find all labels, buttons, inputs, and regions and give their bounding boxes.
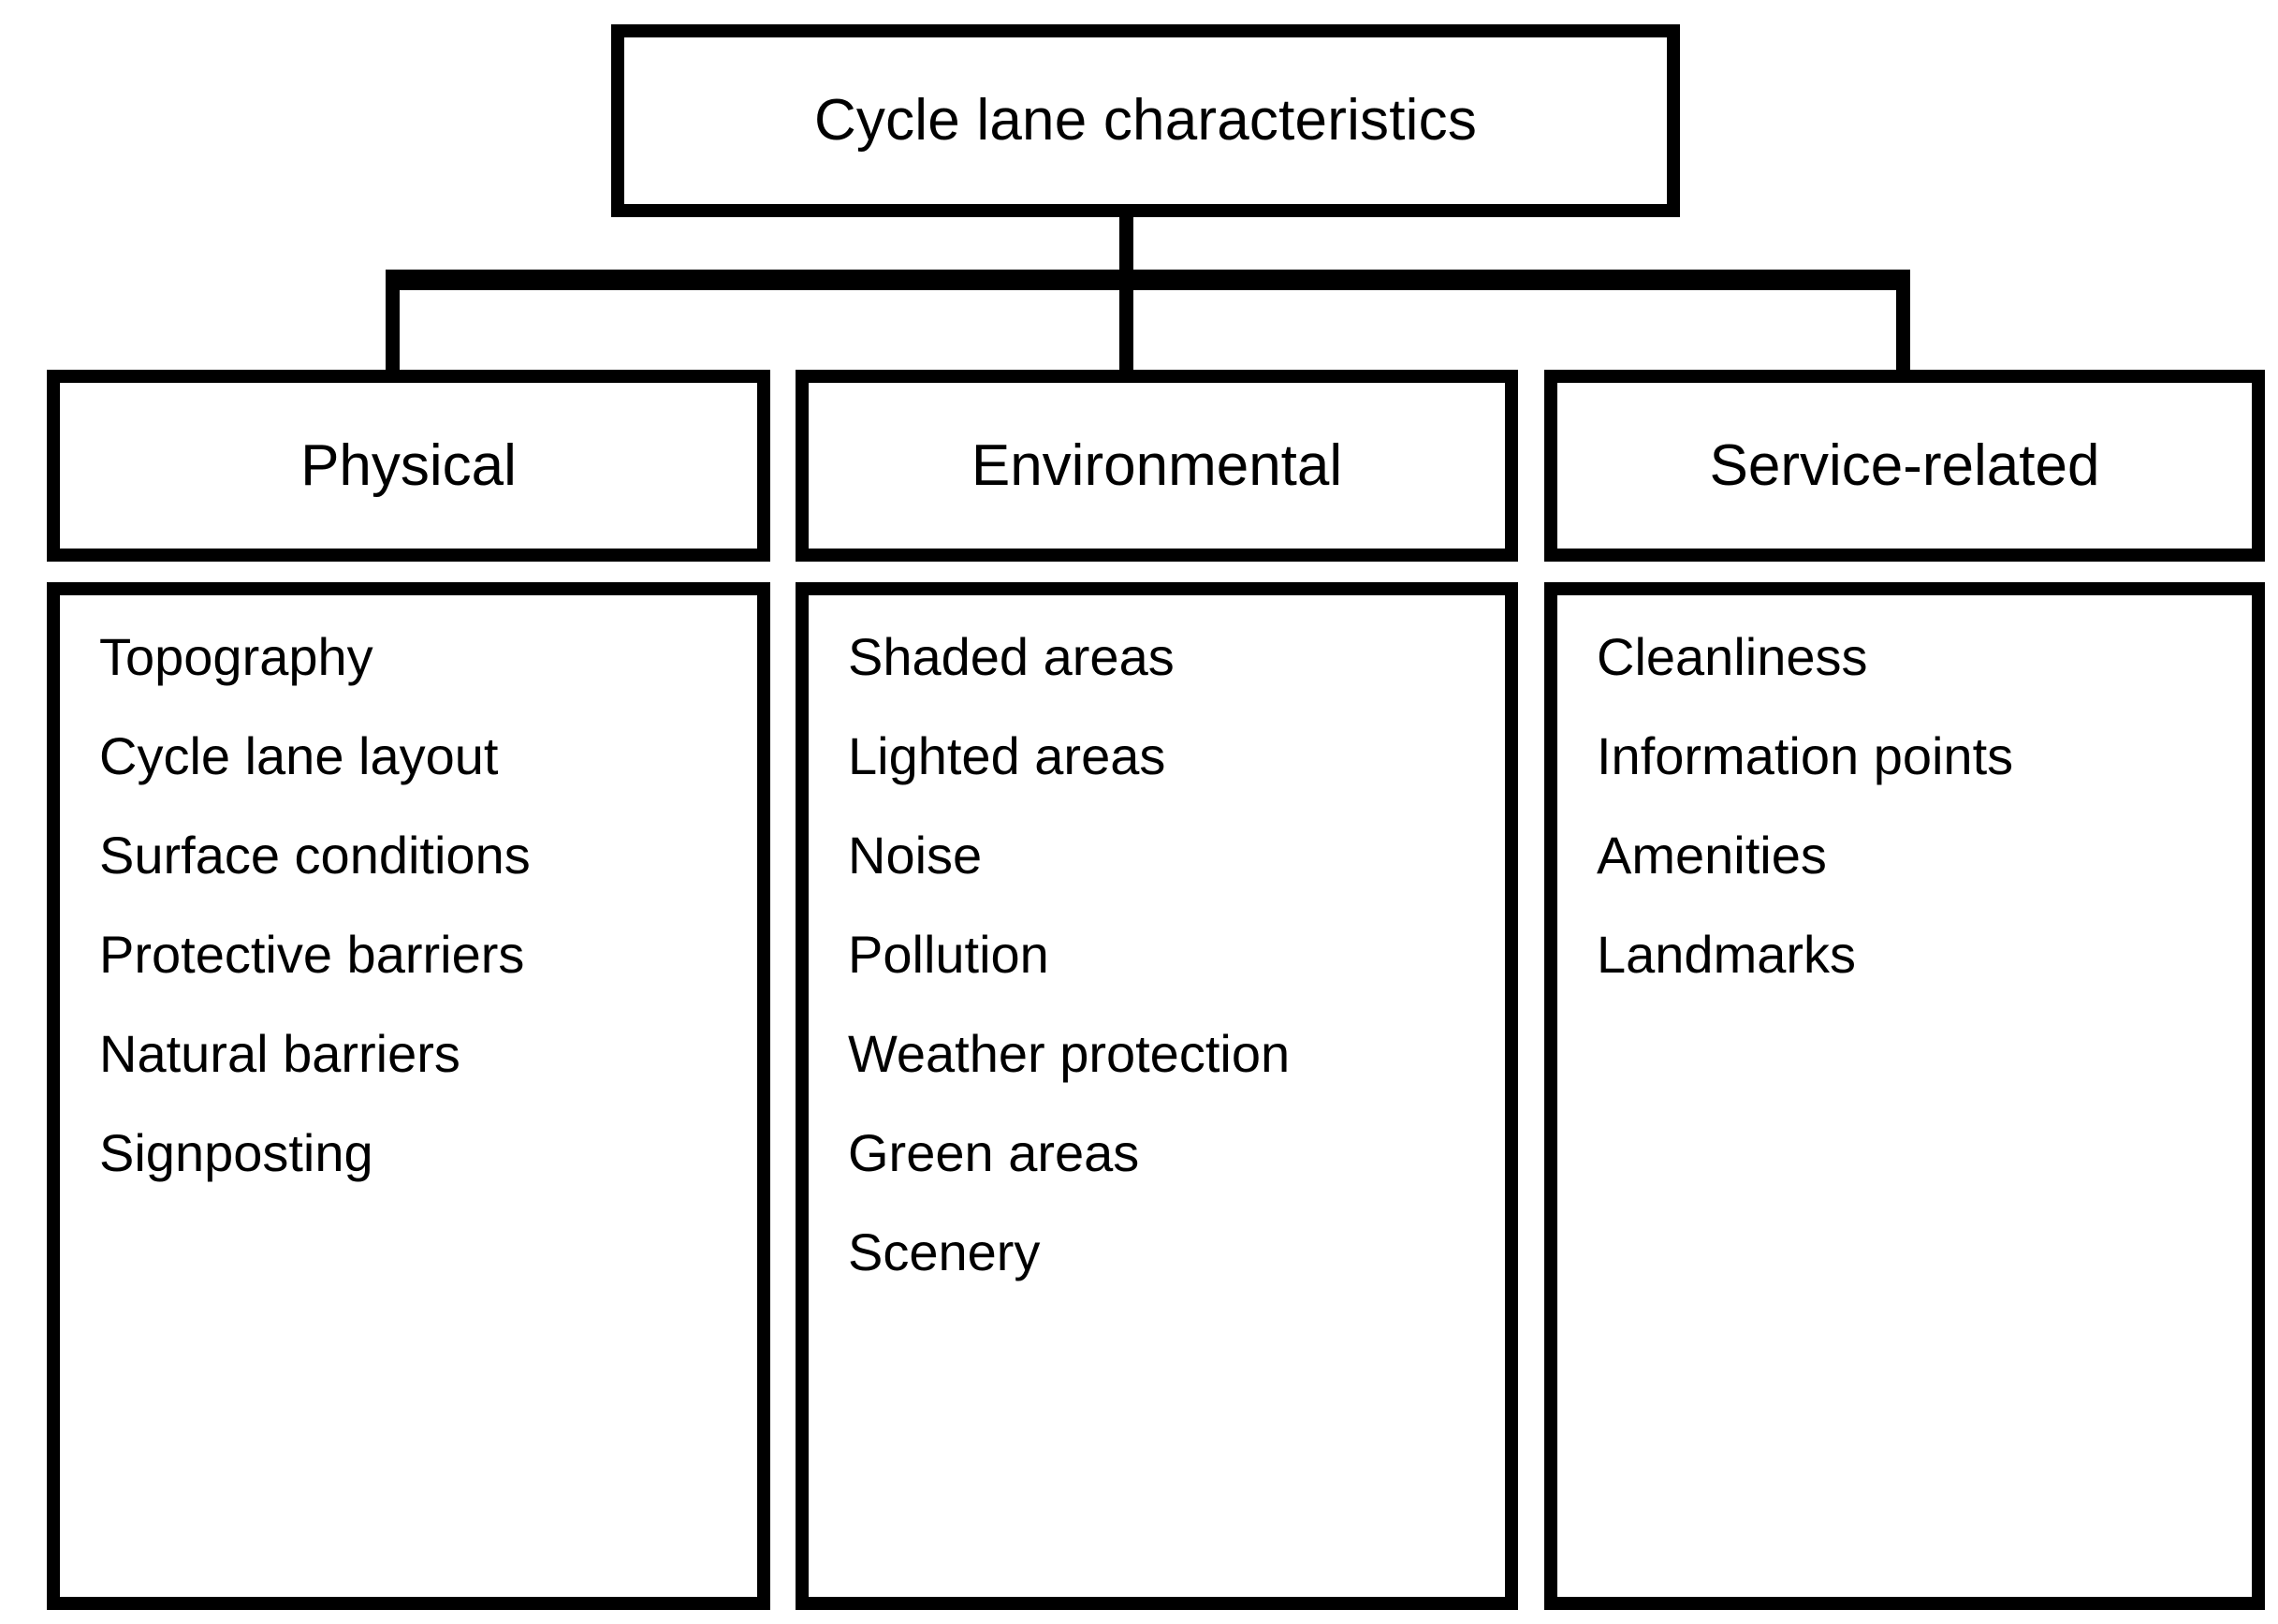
list-item: Information points xyxy=(1597,726,2014,785)
list-item: Natural barriers xyxy=(99,1024,460,1083)
category-node-service-related: Service-related xyxy=(1544,370,2265,562)
list-item: Signposting xyxy=(99,1123,373,1182)
list-item: Cycle lane layout xyxy=(99,726,499,785)
connector-horizontal-bus xyxy=(386,270,1909,290)
list-item: Pollution xyxy=(848,925,1049,984)
list-item: Protective barriers xyxy=(99,925,525,984)
connector-drop-environmental xyxy=(1119,270,1133,373)
category-label-environmental: Environmental xyxy=(971,432,1343,498)
item-list-service-related: Cleanliness Information points Amenities… xyxy=(1557,631,2252,981)
list-item: Scenery xyxy=(848,1222,1041,1281)
list-item: Topography xyxy=(99,627,373,686)
connector-root-stem xyxy=(1119,217,1133,275)
items-box-physical: Topography Cycle lane layout Surface con… xyxy=(47,582,770,1610)
list-item: Surface conditions xyxy=(99,826,531,885)
list-item: Noise xyxy=(848,826,983,885)
category-node-physical: Physical xyxy=(47,370,770,562)
category-label-physical: Physical xyxy=(300,432,517,498)
list-item: Lighted areas xyxy=(848,726,1166,785)
item-list-physical: Topography Cycle lane layout Surface con… xyxy=(60,631,757,1179)
list-item: Landmarks xyxy=(1597,925,1857,984)
connector-drop-physical xyxy=(386,270,400,373)
item-list-environmental: Shaded areas Lighted areas Noise Polluti… xyxy=(809,631,1505,1279)
items-box-environmental: Shaded areas Lighted areas Noise Polluti… xyxy=(796,582,1518,1610)
category-label-service-related: Service-related xyxy=(1709,432,2100,498)
list-item: Cleanliness xyxy=(1597,627,1868,686)
list-item: Weather protection xyxy=(848,1024,1291,1083)
connector-drop-service-related xyxy=(1896,270,1910,373)
items-box-service-related: Cleanliness Information points Amenities… xyxy=(1544,582,2265,1610)
list-item: Amenities xyxy=(1597,826,1827,885)
root-node-cycle-lane-characteristics: Cycle lane characteristics xyxy=(611,24,1680,217)
list-item: Green areas xyxy=(848,1123,1140,1182)
root-node-label: Cycle lane characteristics xyxy=(813,88,1478,154)
list-item: Shaded areas xyxy=(848,627,1175,686)
category-node-environmental: Environmental xyxy=(796,370,1518,562)
